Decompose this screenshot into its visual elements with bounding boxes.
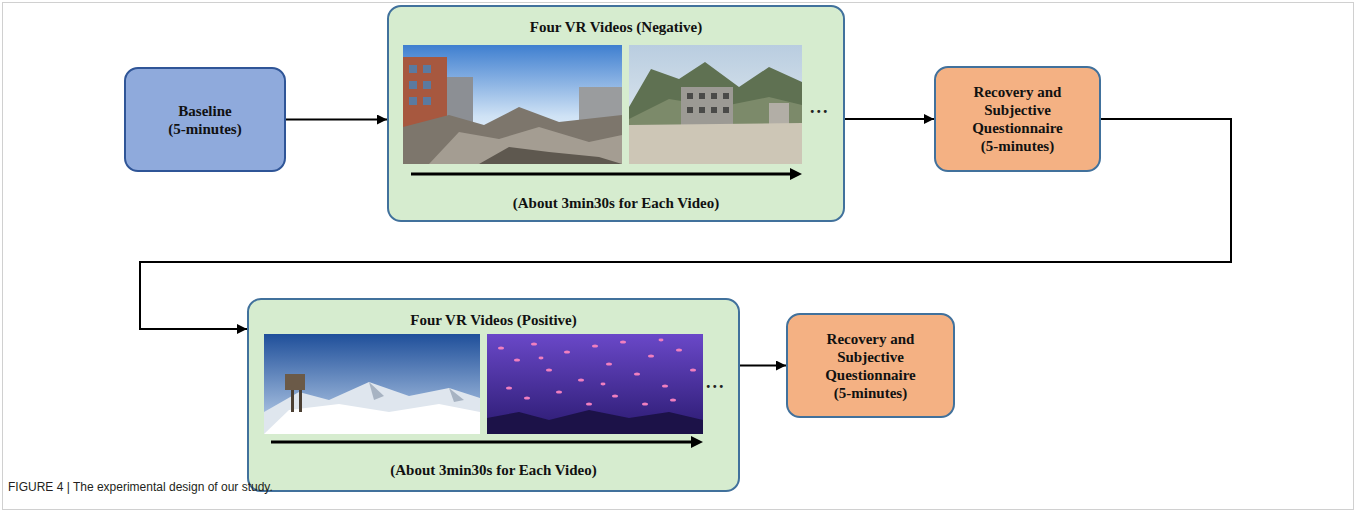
box-title: Four VR Videos (Negative) [530,18,702,36]
recovery-box: Recovery and Subjective Questionnaire(5-… [934,66,1101,172]
ellipsis-mark: ... [706,372,726,392]
box-title: Recovery and Subjective Questionnaire [794,330,947,384]
box-subtitle: (5-minutes) [168,120,241,138]
ellipsis-mark: ... [810,97,830,117]
box-subtitle: (About 3min30s for Each Video) [390,461,596,479]
flow-arrow [286,119,387,121]
baseline-box: Baseline(5-minutes) [124,67,286,172]
flow-arrow [740,365,786,367]
box-title: Baseline [178,102,231,120]
video-block: Four VR Videos (Negative) (About 3min30s … [387,5,845,222]
video-block: Four VR Videos (Positive) (About 3min30s … [247,298,740,492]
figure-caption: FIGURE 4 | The experimental design of ou… [8,480,273,495]
box-subtitle: (About 3min30s for Each Video) [513,194,719,212]
box-title: Recovery and Subjective Questionnaire [942,83,1093,137]
flow-arrow [845,118,934,120]
box-subtitle: (5-minutes) [981,137,1054,155]
video-thumbnails [389,7,835,212]
recovery-box: Recovery and Subjective Questionnaire(5-… [786,313,955,418]
box-title: Four VR Videos (Positive) [410,311,577,329]
box-subtitle: (5-minutes) [834,384,907,402]
